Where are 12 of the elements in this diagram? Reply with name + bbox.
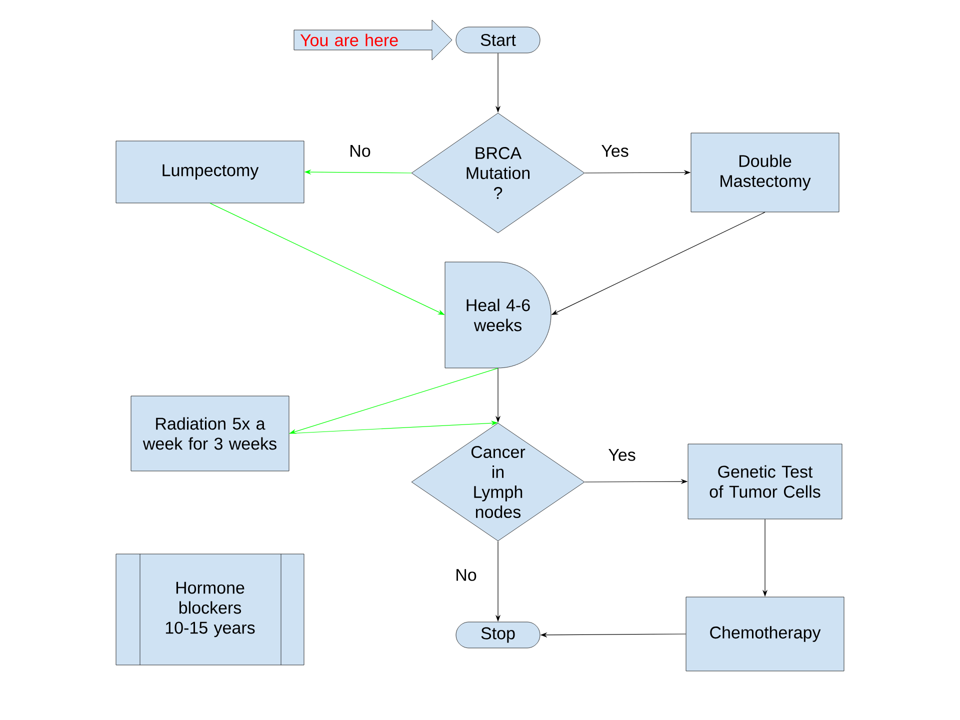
process-box: Radiation 5x a week for 3 weeks bbox=[130, 396, 290, 472]
terminal-box: Start bbox=[456, 26, 540, 54]
process-box: Chemotherapy bbox=[686, 596, 844, 672]
edge-label: Yes bbox=[600, 144, 630, 158]
process-box: Lumpectomy bbox=[116, 140, 304, 204]
process-box: Double Mastectomy bbox=[690, 132, 840, 212]
predefined-process-box: Hormone blockers 10-15 years bbox=[116, 554, 304, 666]
terminal-box: Stop bbox=[456, 622, 540, 648]
process-box: Genetic Test of Tumor Cells bbox=[688, 444, 842, 520]
edge-label: Yes bbox=[607, 448, 637, 462]
edge-label: No bbox=[454, 568, 478, 582]
edge-label: No bbox=[348, 144, 372, 158]
